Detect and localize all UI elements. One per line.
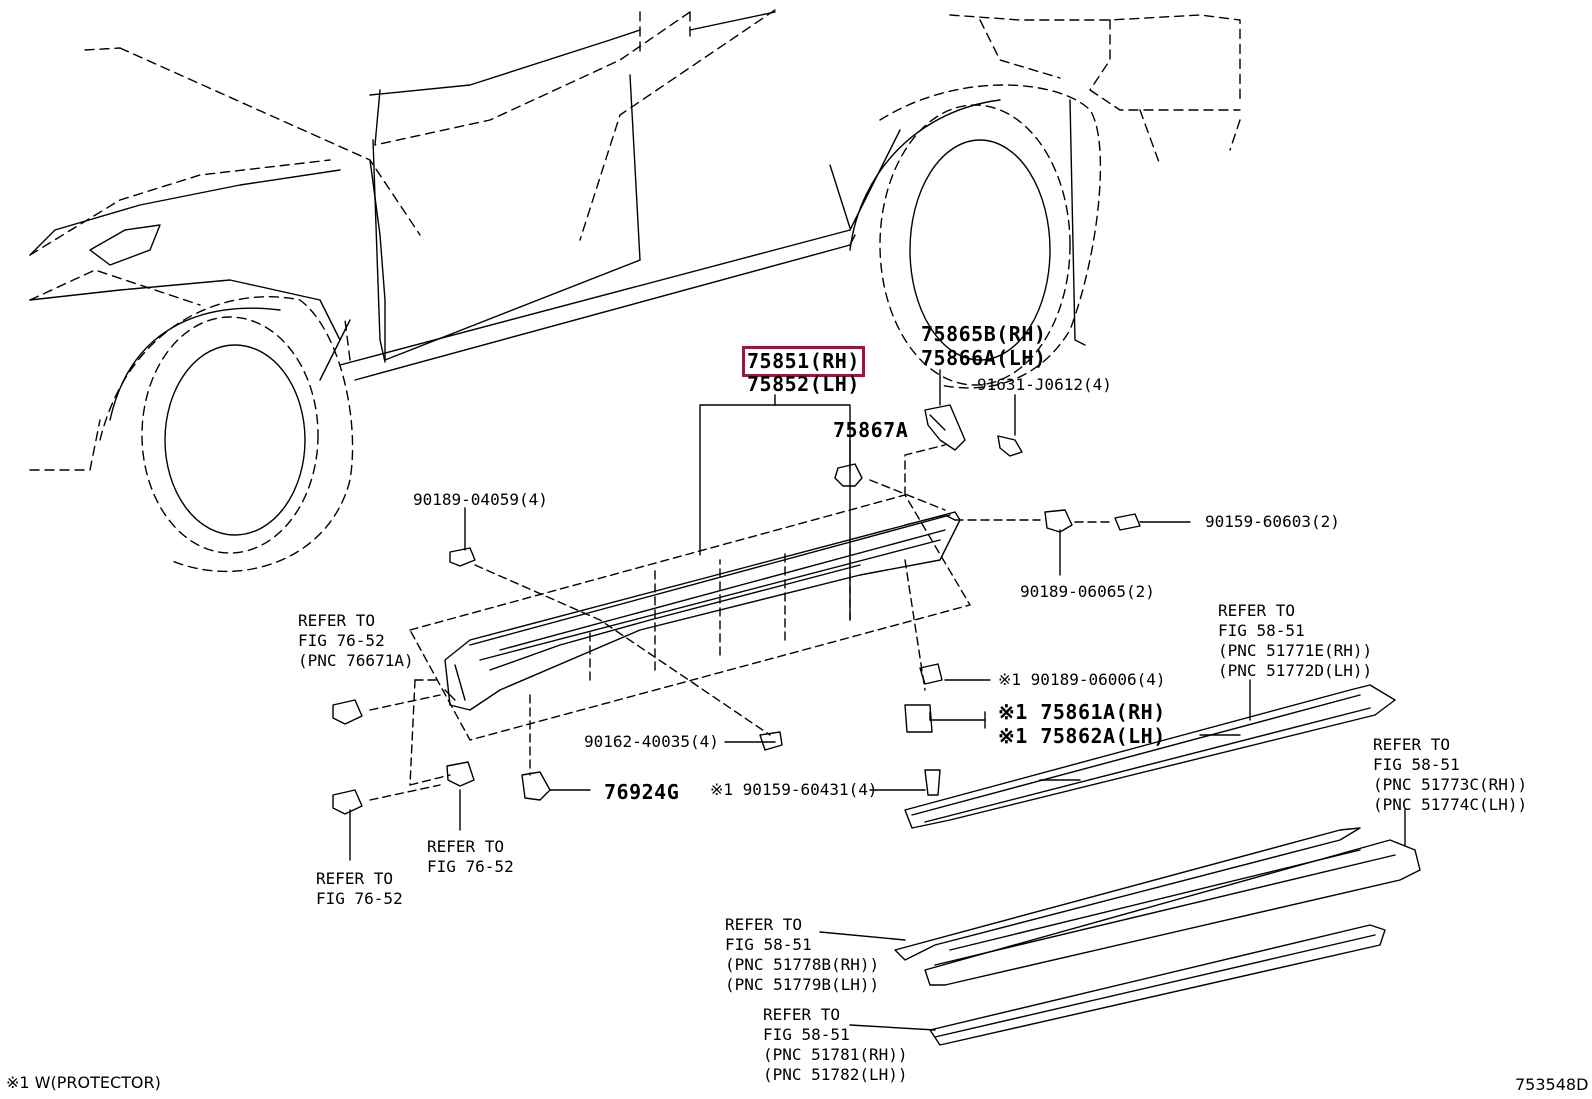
part-label-90159-60603[interactable]: 90159-60603(2) xyxy=(1205,512,1340,531)
part-label-75867a[interactable]: 75867A xyxy=(833,418,909,442)
part-label-90189-04059[interactable]: 90189-04059(4) xyxy=(413,490,548,509)
running-board-middle xyxy=(894,827,1421,986)
front-wheel xyxy=(99,296,354,573)
leader-lines xyxy=(349,369,1406,1031)
vehicle-body xyxy=(29,11,901,381)
figure-id: 753548D xyxy=(1515,1075,1589,1094)
rocker-panel xyxy=(444,511,961,711)
refer-label-51771e[interactable]: REFER TO FIG 58-51 (PNC 51771E(RH)) (PNC… xyxy=(1218,601,1373,680)
part-label-90189-06065[interactable]: 90189-06065(2) xyxy=(1020,582,1155,601)
part-label-91631[interactable]: 91631-J0612(4) xyxy=(977,375,1112,394)
part-label-75851[interactable]: 75851(RH) xyxy=(747,349,860,373)
refer-label-76-52-a[interactable]: REFER TO FIG 76-52 xyxy=(427,837,514,876)
refer-label-51781[interactable]: REFER TO FIG 58-51 (PNC 51781(RH)) (PNC … xyxy=(763,1005,908,1084)
highlight-box xyxy=(742,346,865,377)
footnote: ※1 W(PROTECTOR) xyxy=(6,1073,161,1092)
part-label-75866a[interactable]: 75866A(LH) xyxy=(921,346,1047,370)
refer-label-76671a[interactable]: REFER TO FIG 76-52 (PNC 76671A) xyxy=(298,611,414,670)
refer-label-51773c[interactable]: REFER TO FIG 58-51 (PNC 51773C(RH)) (PNC… xyxy=(1373,735,1528,814)
refer-label-51778b[interactable]: REFER TO FIG 58-51 (PNC 51778B(RH)) (PNC… xyxy=(725,915,880,994)
part-label-90159-60431[interactable]: ※1 90159-60431(4) xyxy=(710,780,878,799)
part-label-75862a[interactable]: ※1 75862A(LH) xyxy=(998,724,1166,748)
fasteners xyxy=(332,404,1141,815)
part-label-90189-06006[interactable]: ※1 90189-06006(4) xyxy=(998,670,1166,689)
running-board-upper xyxy=(904,684,1396,829)
part-label-75861a[interactable]: ※1 75861A(RH) xyxy=(998,700,1166,724)
part-label-90162-40035[interactable]: 90162-40035(4) xyxy=(584,732,719,751)
refer-label-76-52-b[interactable]: REFER TO FIG 76-52 xyxy=(316,869,403,908)
vehicle-outline xyxy=(29,9,1241,471)
part-label-75865b[interactable]: 75865B(RH) xyxy=(921,322,1047,346)
rear-wheel xyxy=(849,84,1102,389)
running-board-lower xyxy=(929,924,1386,1046)
part-label-76924g[interactable]: 76924G xyxy=(604,780,680,804)
part-label-75852[interactable]: 75852(LH) xyxy=(747,372,860,396)
